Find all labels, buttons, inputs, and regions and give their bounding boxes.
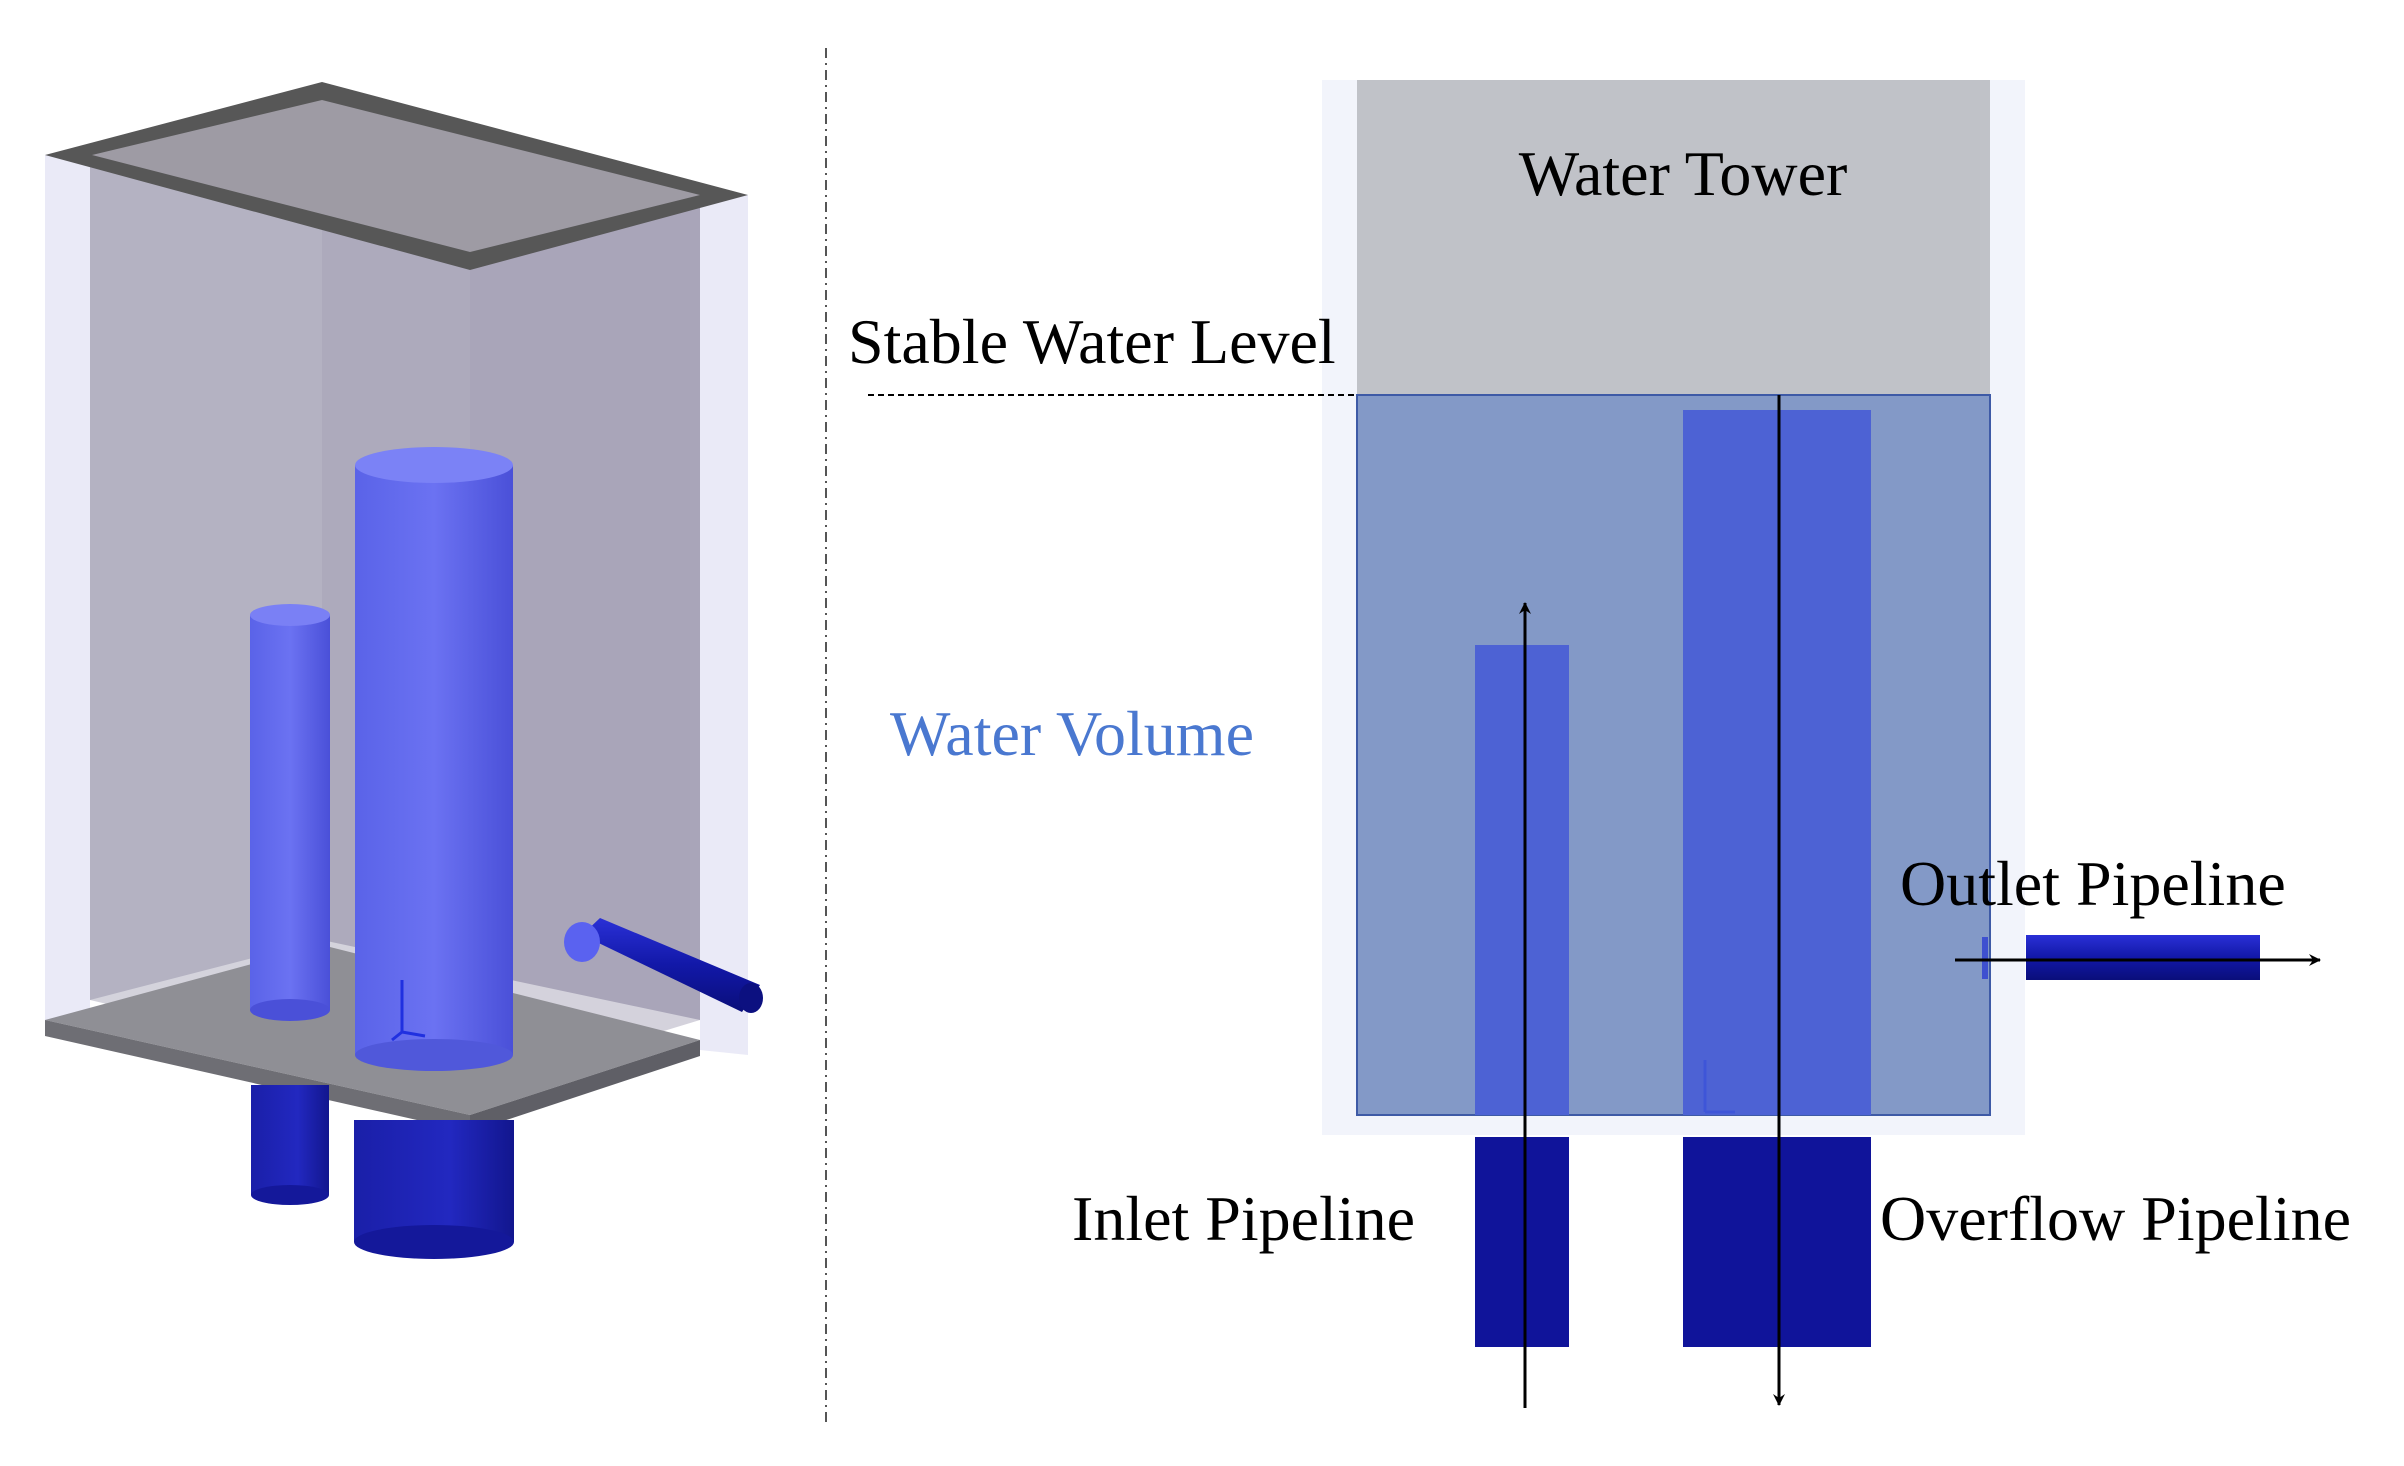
water-tower-label: Water Tower — [1519, 138, 1848, 209]
overflow-pipe-outer — [1683, 1137, 1871, 1347]
overflow-pipe-below-3d — [354, 1120, 514, 1259]
outlet-pipeline-label: Outlet Pipeline — [1900, 848, 2286, 919]
axis-triad-2d-icon — [1703, 1060, 1735, 1114]
overflow-pipeline-label: Overflow Pipeline — [1880, 1183, 2351, 1254]
water-volume-label: Water Volume — [890, 698, 1254, 769]
inlet-pipeline-label: Inlet Pipeline — [1072, 1183, 1415, 1254]
inlet-pipe-below-3d — [251, 1085, 329, 1205]
tank-right-glass-panel — [700, 190, 748, 1055]
inlet-pipe-inner — [1475, 645, 1569, 1115]
overflow-pipe-inner — [1683, 410, 1871, 1115]
stable-water-level-label: Stable Water Level — [848, 306, 1336, 377]
outlet-pipe-3d — [564, 918, 763, 1013]
tank-front-wall-right — [470, 190, 700, 1090]
axis-triad-icon — [391, 980, 426, 1042]
tank-base-plate-edge — [45, 1020, 470, 1132]
tank-left-glass-panel — [45, 150, 90, 1025]
inlet-cylinder-3d — [250, 604, 330, 1021]
outlet-pipe-flange — [1982, 937, 1988, 979]
tank-base-plate-edge-right — [470, 1040, 700, 1132]
water-volume-region — [1356, 394, 1991, 1116]
tank-top-opening — [92, 100, 700, 252]
outlet-pipe-2d — [2026, 935, 2260, 980]
inlet-pipe-outer — [1475, 1137, 1569, 1347]
water-tower-region — [1357, 80, 1990, 395]
overflow-cylinder-3d — [355, 447, 513, 1071]
right-schematic: Water Tower Stable Water Level Water Vol… — [848, 80, 2351, 1408]
left-3d-model — [45, 82, 763, 1259]
